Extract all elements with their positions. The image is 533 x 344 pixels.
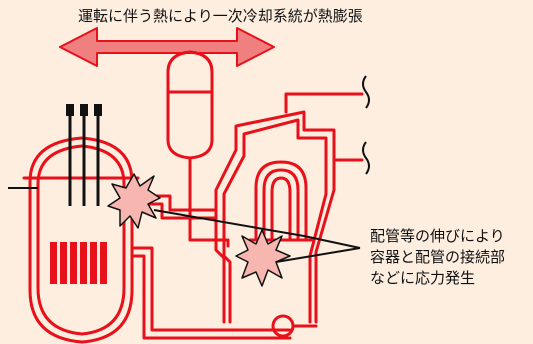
stress-note: 配管等の伸びにより 容器と配管の接続部 などに応力発生: [370, 226, 505, 289]
primary-piping: [130, 194, 318, 340]
pressurizer: [166, 50, 230, 248]
control-rods: [66, 104, 102, 206]
stress-note-line: 容器と配管の接続部: [370, 248, 506, 266]
pipe-stub-ends: [362, 75, 370, 175]
stress-note-line: などに応力発生: [370, 269, 476, 287]
steam-generator: [214, 92, 364, 324]
double-arrow-icon: [59, 27, 275, 67]
reactor-vessel: [22, 136, 140, 344]
stress-note-line: 配管等の伸びにより: [370, 227, 505, 245]
expansion-caption: 運転に伴う熱により一次冷却系統が熱膨張: [78, 7, 363, 25]
stress-burst-icon: [107, 173, 291, 287]
callout-lines: [153, 209, 361, 263]
fuel-assemblies: [50, 242, 107, 284]
